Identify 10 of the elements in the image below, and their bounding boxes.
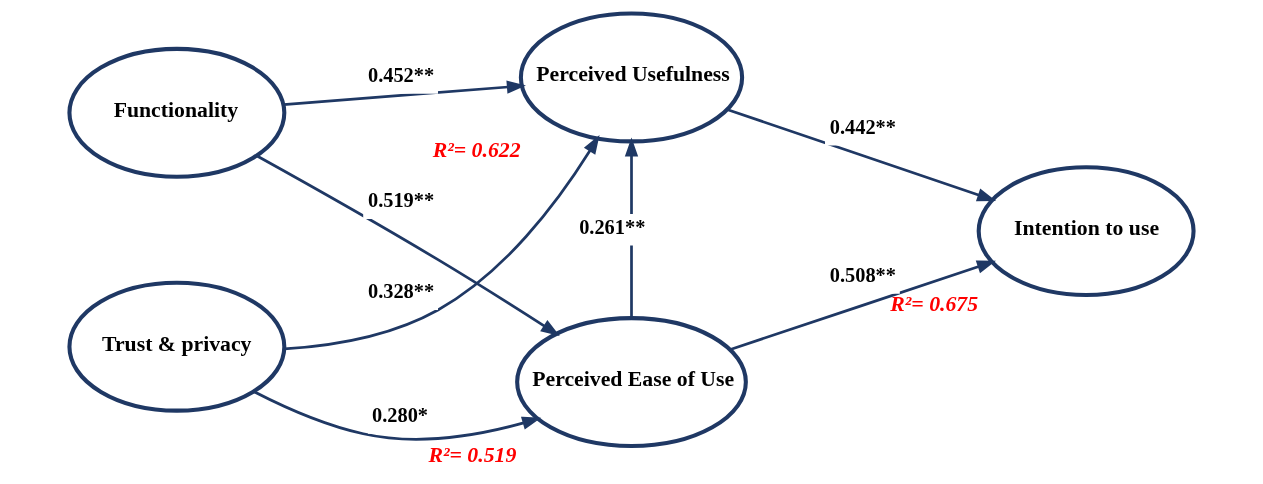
edge-label: 0.452** (367, 64, 435, 87)
edge-label: 0.519** (367, 189, 435, 212)
edge-label: 0.442** (829, 115, 896, 138)
node-label: R²= 0.519 (428, 443, 517, 468)
edge-label: 0.508** (829, 264, 896, 287)
node-label: R²= 0.622 (432, 138, 521, 163)
node-label: R²= 0.675 (890, 292, 979, 317)
edge-label: 0.280* (372, 404, 429, 427)
edge-label: 0.261** (579, 215, 646, 238)
edge-label: 0.328** (367, 280, 435, 303)
